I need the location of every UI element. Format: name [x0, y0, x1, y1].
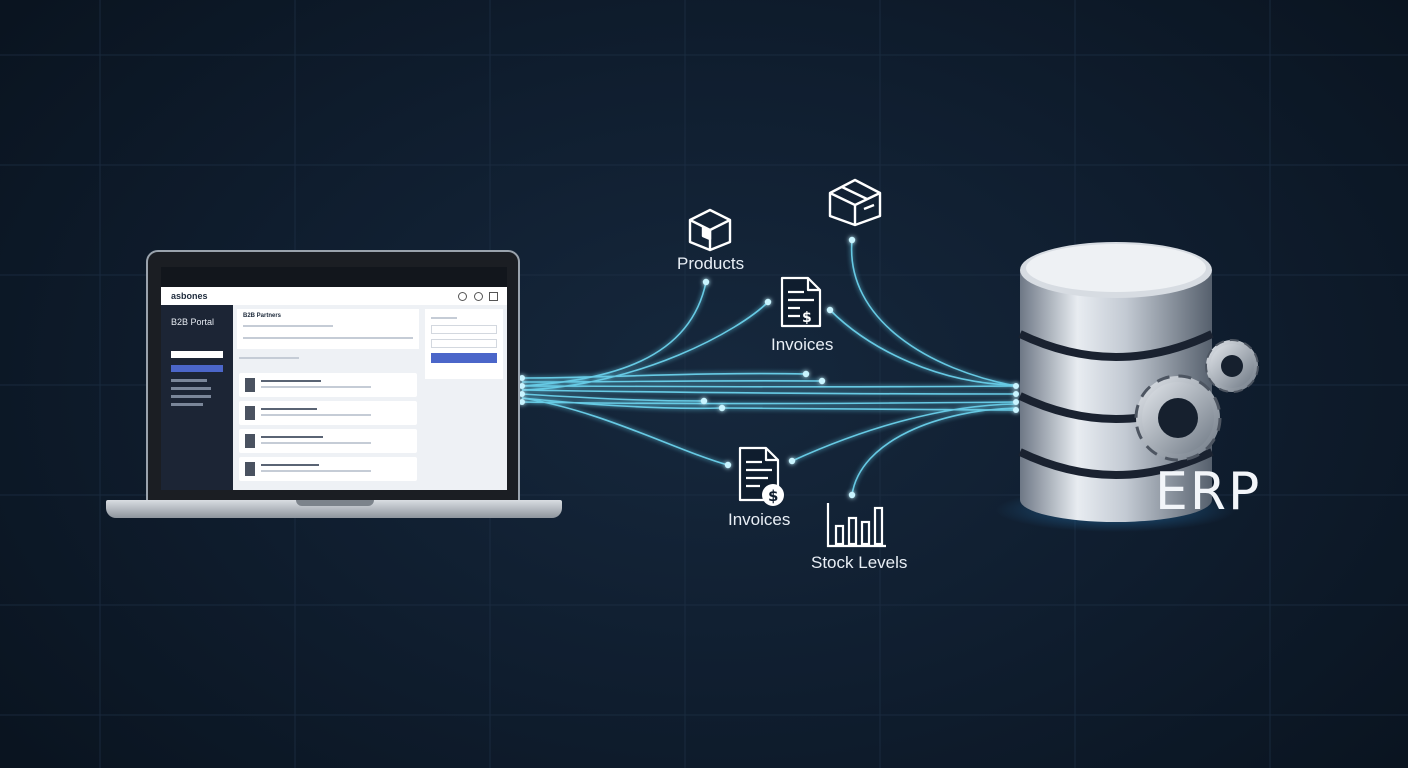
portal-logo: asbones — [171, 291, 208, 301]
portal-main: B2B Partners — [233, 305, 507, 490]
invoice-icon: $ — [738, 446, 784, 506]
list-item — [239, 429, 417, 453]
order-button — [431, 353, 497, 363]
list-item — [239, 373, 417, 397]
sidebar-item — [171, 403, 203, 406]
svg-text:$: $ — [768, 487, 778, 505]
search-icon — [458, 292, 467, 301]
laptop: asbones B2B Portal B2B Partners — [146, 250, 520, 504]
order-field — [431, 325, 497, 334]
portal-sidebar: B2B Portal — [161, 305, 233, 490]
erp-label: ERP — [1155, 462, 1262, 522]
list-item — [239, 401, 417, 425]
gear-icon — [1205, 339, 1259, 393]
sidebar-search — [171, 351, 223, 358]
gear-icon — [1134, 374, 1222, 462]
sidebar-item — [171, 395, 211, 398]
sidebar-item — [171, 379, 207, 382]
stock-levels-label: Stock Levels — [811, 553, 908, 572]
cart-icon — [489, 292, 498, 301]
box-icon — [688, 208, 732, 252]
products-label: Products — [677, 254, 745, 273]
list-item — [239, 457, 417, 481]
invoice-icon: $ — [780, 276, 822, 328]
browser-bar — [161, 267, 507, 287]
panel-title: B2B Partners — [243, 313, 282, 319]
box-icon — [828, 178, 882, 227]
sidebar-item-active — [171, 365, 223, 372]
invoices-label-top: Invoices — [771, 335, 834, 354]
laptop-notch — [296, 500, 374, 506]
portal-header: asbones — [161, 287, 507, 305]
laptop-base — [106, 500, 562, 518]
invoices-label-bottom: Invoices — [728, 510, 791, 529]
bar-chart-icon — [826, 503, 886, 548]
sidebar-title: B2B Portal — [171, 317, 215, 327]
order-field — [431, 339, 497, 348]
sidebar-item — [171, 387, 211, 390]
database-icon — [996, 242, 1236, 532]
partners-panel: B2B Partners — [237, 309, 419, 349]
svg-text:$: $ — [802, 310, 812, 326]
settings-icon — [474, 292, 483, 301]
order-panel — [425, 309, 503, 379]
laptop-screen: asbones B2B Portal B2B Partners — [161, 267, 507, 490]
